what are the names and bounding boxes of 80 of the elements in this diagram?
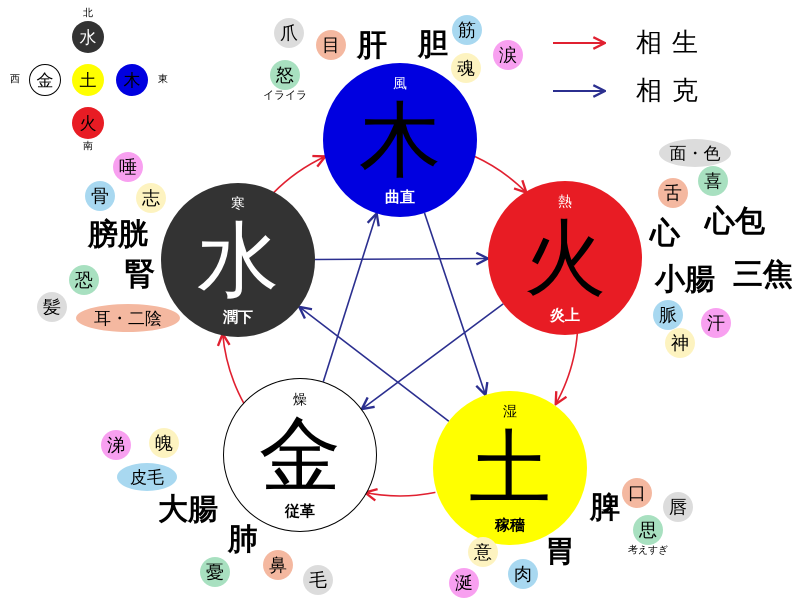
arrow (217, 332, 246, 405)
tag-circle: 火 (72, 107, 104, 139)
organ-label: 膀胱 (88, 220, 148, 250)
caption-text: 考えすぎ (628, 546, 668, 556)
caption-text: 北 (83, 9, 93, 19)
climate-text: 燥 (293, 393, 307, 407)
tag-circle: 脈 (653, 300, 683, 330)
tag-circle: 木 (116, 64, 148, 96)
nature-text: 炎上 (550, 308, 580, 323)
organ-label: 脾 (590, 493, 620, 523)
tag-circle: 口 (622, 478, 652, 508)
tag-circle: 恐 (69, 265, 99, 295)
climate-text: 寒 (231, 197, 245, 211)
tag-circle: 水 (72, 21, 104, 53)
element-character: 木 (359, 100, 441, 182)
organ-label: 小腸 (655, 265, 715, 295)
tag-circle: 土 (72, 64, 104, 96)
organ-label: 心包 (705, 207, 765, 237)
tag-circle: 髪 (37, 292, 67, 322)
nature-text: 従革 (285, 504, 315, 519)
tag-circle: 筋 (452, 15, 482, 45)
element-character: 土 (469, 428, 551, 510)
organ-label: 心 (650, 219, 680, 249)
arrow (298, 306, 450, 422)
arrow (474, 156, 528, 194)
tag-circle: 目 (316, 30, 346, 60)
tag-circle: 唾 (113, 152, 143, 182)
nature-text: 潤下 (223, 310, 253, 325)
arrow (322, 212, 380, 382)
tag-ellipse: 耳・二陰 (76, 304, 180, 332)
tag-circle: 肉 (508, 559, 538, 589)
tag-circle: 鼻 (263, 550, 293, 580)
organ-label: 腎 (125, 260, 155, 290)
organ-label: 胆 (418, 30, 448, 60)
organ-label: 肝 (357, 31, 387, 61)
tag-circle: 涙 (493, 40, 523, 70)
climate-text: 湿 (503, 405, 517, 419)
caption-text: 西 (10, 75, 20, 85)
arrow (360, 303, 504, 410)
climate-text: 熱 (558, 195, 572, 209)
tag-circle: 舌 (658, 178, 688, 208)
tag-circle: 涕 (101, 430, 131, 460)
tag-circle: 志 (136, 183, 166, 213)
element-character: 水 (197, 220, 279, 302)
tag-circle: 唇 (663, 492, 693, 522)
legend-text: 相克 (636, 78, 708, 104)
element-character: 火 (524, 218, 606, 300)
tag-circle: 汗 (701, 308, 731, 338)
arrow (364, 487, 436, 502)
arrow (315, 252, 490, 266)
caption-text: イライラ (263, 90, 307, 100)
tag-circle: 神 (665, 328, 695, 358)
tag-ellipse: 皮毛 (117, 463, 177, 491)
nature-text: 曲直 (385, 190, 415, 205)
caption-text: 東 (158, 75, 168, 85)
tag-circle: 意 (468, 537, 498, 567)
tag-circle: 爪 (274, 18, 304, 48)
tag-circle: 魂 (451, 53, 481, 83)
tag-circle: 涎 (449, 568, 479, 598)
arrow (424, 212, 488, 396)
climate-text: 風 (393, 77, 407, 91)
tag-circle: 魄 (149, 428, 179, 458)
nature-text: 稼穡 (495, 518, 525, 533)
organ-label: 三焦 (733, 260, 793, 290)
tag-ellipse: 面・色 (659, 139, 731, 167)
legend-text: 相生 (636, 30, 708, 56)
organ-label: 肺 (228, 525, 258, 555)
tag-circle: 毛 (303, 565, 333, 595)
organ-label: 胃 (545, 537, 575, 567)
tag-circle: 怒 (270, 60, 300, 90)
caption-text: 南 (83, 142, 93, 152)
element-character: 金 (259, 414, 341, 496)
tag-circle: 憂 (200, 557, 230, 587)
tag-circle: 金 (29, 64, 61, 96)
arrow (554, 332, 578, 406)
tag-circle: 思 (633, 515, 663, 545)
tag-circle: 喜 (698, 166, 728, 196)
tag-circle: 骨 (85, 181, 115, 211)
arrow (272, 155, 327, 194)
organ-label: 大腸 (158, 495, 218, 525)
